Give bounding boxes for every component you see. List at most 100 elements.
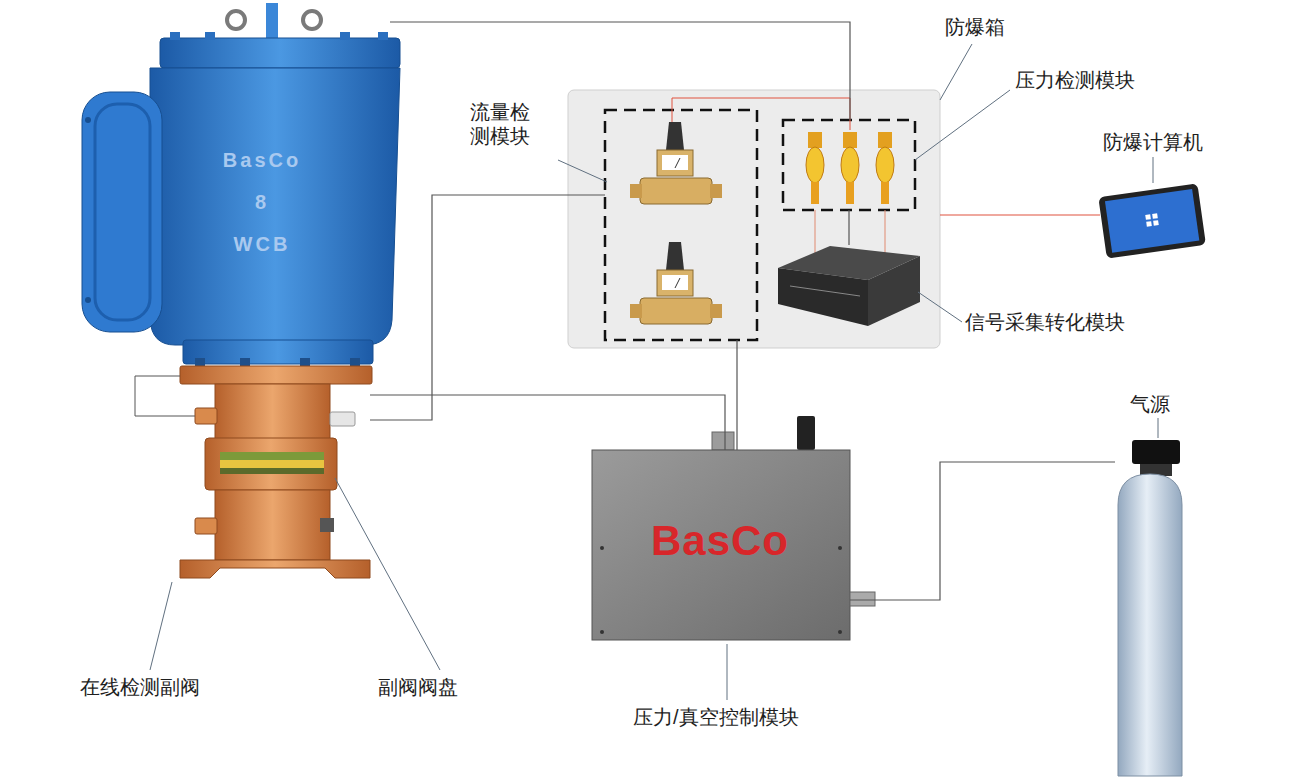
sub-valve	[180, 366, 372, 578]
sub-valve-part	[320, 518, 334, 532]
gas-cylinder-part	[1132, 440, 1180, 464]
control-module-part	[600, 630, 604, 634]
flow-meter-part	[666, 122, 684, 150]
tablet-part	[1105, 189, 1199, 253]
tablet-part	[1153, 220, 1159, 226]
pressure-module: 压力检测模块	[783, 120, 915, 210]
flow-meter-part	[710, 304, 722, 318]
main-valve-part	[195, 358, 205, 366]
flow-meter-part	[640, 298, 712, 324]
flow-module: 流量检测模块	[605, 110, 757, 340]
explosion-proof-box	[568, 90, 940, 348]
brand-logo: BasCo	[651, 518, 789, 564]
sub-valve-part	[215, 490, 330, 560]
sub-valve-part	[195, 518, 217, 534]
casting-mark: WCB	[234, 232, 291, 256]
sensor-wire-part	[885, 210, 886, 256]
leader-line-part	[915, 90, 1010, 160]
sub-valve-part	[220, 452, 324, 460]
sub-valve-part	[180, 366, 372, 384]
computer: 防爆计算机	[1100, 185, 1205, 255]
part-label: 压力/真空控制模块	[633, 705, 799, 729]
leader-line-part	[150, 582, 172, 670]
main-valve-part	[303, 11, 321, 29]
control-module-part	[838, 546, 842, 550]
control-module-part	[797, 416, 815, 450]
part-label: 防爆箱	[945, 15, 1005, 39]
tablet	[1098, 183, 1206, 258]
flow-meter-part	[657, 150, 693, 176]
explosion-proof-box-part	[783, 120, 915, 210]
part-label: 副阀阀盘	[378, 675, 458, 699]
signal-module	[778, 246, 920, 326]
main-valve-part	[266, 3, 278, 43]
signal-module: 信号采集转化模块	[778, 245, 920, 325]
flow-meter	[630, 242, 722, 324]
leader-line-part	[727, 644, 728, 700]
explosion-proof-box: 防爆箱流量检测模块压力检测模块信号采集转化模块	[568, 90, 940, 348]
pressure-sensor-part	[808, 132, 822, 148]
tablet-part	[1152, 213, 1158, 219]
main-valve-part	[85, 297, 91, 303]
pressure-sensor	[806, 132, 894, 204]
casting-mark: BasCo	[223, 148, 301, 172]
main-valve-part	[340, 32, 350, 40]
sub-valve-part	[195, 408, 217, 424]
main-valve-part	[95, 104, 150, 320]
control-module-part	[838, 630, 842, 634]
tablet-part	[1098, 183, 1206, 258]
control-module-part	[592, 450, 850, 640]
main-valve	[82, 3, 400, 366]
connector-line	[940, 214, 1100, 215]
part-label: 防爆计算机	[1103, 130, 1203, 154]
connector-line	[370, 195, 605, 420]
connector-line	[848, 210, 849, 245]
part-label: 气源	[1130, 392, 1170, 416]
pressure-sensor-part	[811, 182, 819, 204]
pressure-sensor-part	[878, 132, 892, 148]
flow-meter-part	[630, 304, 642, 318]
part-label: 压力检测模块	[1015, 68, 1135, 92]
leader-line-part	[918, 292, 962, 322]
control-module-part	[850, 592, 875, 606]
main-valve-part	[300, 358, 310, 366]
leader-line	[150, 44, 1158, 700]
pipe-line-part	[135, 376, 195, 416]
main-valve-part	[205, 32, 215, 40]
main-valve-part	[170, 32, 180, 40]
sub-valve-part	[205, 438, 337, 490]
signal-module-part	[790, 286, 860, 296]
main-valve-part	[160, 38, 400, 68]
pressure-sensor-part	[876, 147, 894, 183]
main-valve-part	[350, 358, 360, 366]
control-module-part	[712, 432, 734, 450]
signal-module-part	[778, 268, 868, 326]
pressure-sensor-part	[843, 132, 857, 148]
gas-cylinder-part	[1118, 474, 1182, 776]
leader-line-part	[1158, 418, 1159, 438]
explosion-proof-box-part	[605, 110, 757, 340]
control-module: BasCo压力/真空控制模块	[592, 450, 850, 640]
sub-valve-part	[220, 460, 324, 468]
pressure-sensor-part	[846, 182, 854, 204]
connector-line	[390, 22, 850, 120]
part-label: 在线检测副阀	[80, 675, 200, 699]
main-valve-part	[378, 32, 388, 40]
flow-meter-part	[666, 242, 684, 270]
connector-line	[736, 340, 737, 450]
part-label: 流量检测模块	[470, 100, 534, 148]
flow-meter-part	[675, 278, 680, 288]
connector-line	[850, 462, 1115, 600]
pressure-sensor-part	[881, 182, 889, 204]
leader-line-part	[558, 160, 607, 182]
sub-valve-part	[215, 384, 330, 439]
casting-mark: 8	[255, 190, 269, 214]
connector-line	[370, 395, 725, 450]
leader-line-part	[335, 478, 440, 670]
sub-valve-part	[330, 412, 355, 426]
control-module	[592, 416, 875, 640]
gas-source: 气源	[1115, 440, 1185, 776]
